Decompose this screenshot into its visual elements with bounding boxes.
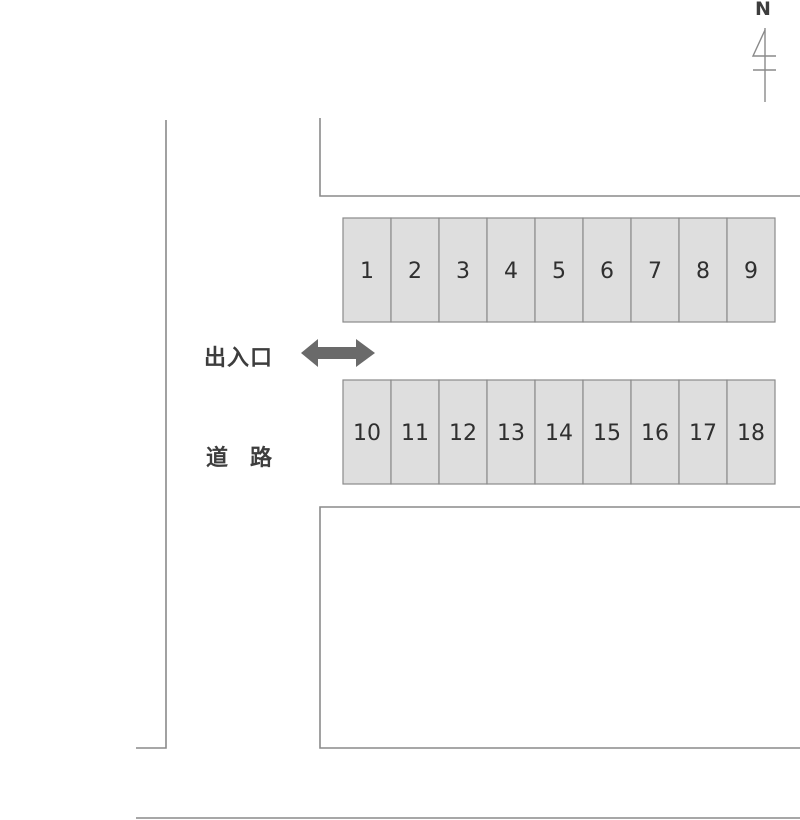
parking-spot-number: 14 — [545, 421, 573, 446]
parking-spot-18 — [726, 379, 776, 485]
lot-boundary-top — [319, 118, 800, 197]
parking-spot-number: 18 — [737, 421, 765, 446]
parking-spot-number: 3 — [456, 259, 470, 284]
compass-label: N — [755, 0, 771, 20]
parking-spot-number: 15 — [593, 421, 621, 446]
parking-spot-number: 13 — [497, 421, 525, 446]
road-label: 道 路 — [206, 446, 273, 471]
parking-spot-number: 1 — [360, 259, 374, 284]
parking-spot-4 — [486, 217, 536, 323]
parking-spot-15 — [582, 379, 632, 485]
parking-spot-number: 11 — [401, 421, 429, 446]
parking-spot-number: 4 — [504, 259, 518, 284]
road-edge-left — [136, 120, 167, 749]
parking-spot-6 — [582, 217, 632, 323]
parking-spot-3 — [438, 217, 488, 323]
parking-spot-number: 12 — [449, 421, 477, 446]
parking-spot-11 — [390, 379, 440, 485]
parking-spot-number: 16 — [641, 421, 669, 446]
parking-spot-1 — [342, 217, 392, 323]
parking-spot-number: 5 — [552, 259, 566, 284]
lot-boundary-bottom — [319, 506, 800, 749]
parking-spot-number: 9 — [744, 259, 758, 284]
parking-spot-number: 7 — [648, 259, 662, 284]
parking-spot-9 — [726, 217, 776, 323]
north-arrow-icon — [751, 28, 776, 102]
parking-spot-13 — [486, 379, 536, 485]
parking-spot-12 — [438, 379, 488, 485]
parking-spot-number: 8 — [696, 259, 710, 284]
parking-spot-10 — [342, 379, 392, 485]
entrance-label: 出入口 — [204, 346, 274, 371]
parking-spot-17 — [678, 379, 728, 485]
parking-spot-number: 10 — [353, 421, 381, 446]
parking-spot-16 — [630, 379, 680, 485]
parking-spot-number: 6 — [600, 259, 614, 284]
parking-spot-8 — [678, 217, 728, 323]
parking-spot-number: 17 — [689, 421, 717, 446]
parking-spot-number: 2 — [408, 259, 422, 284]
parking-spot-14 — [534, 379, 584, 485]
parking-spot-2 — [390, 217, 440, 323]
parking-spot-5 — [534, 217, 584, 323]
entrance-arrow-icon — [301, 339, 375, 367]
